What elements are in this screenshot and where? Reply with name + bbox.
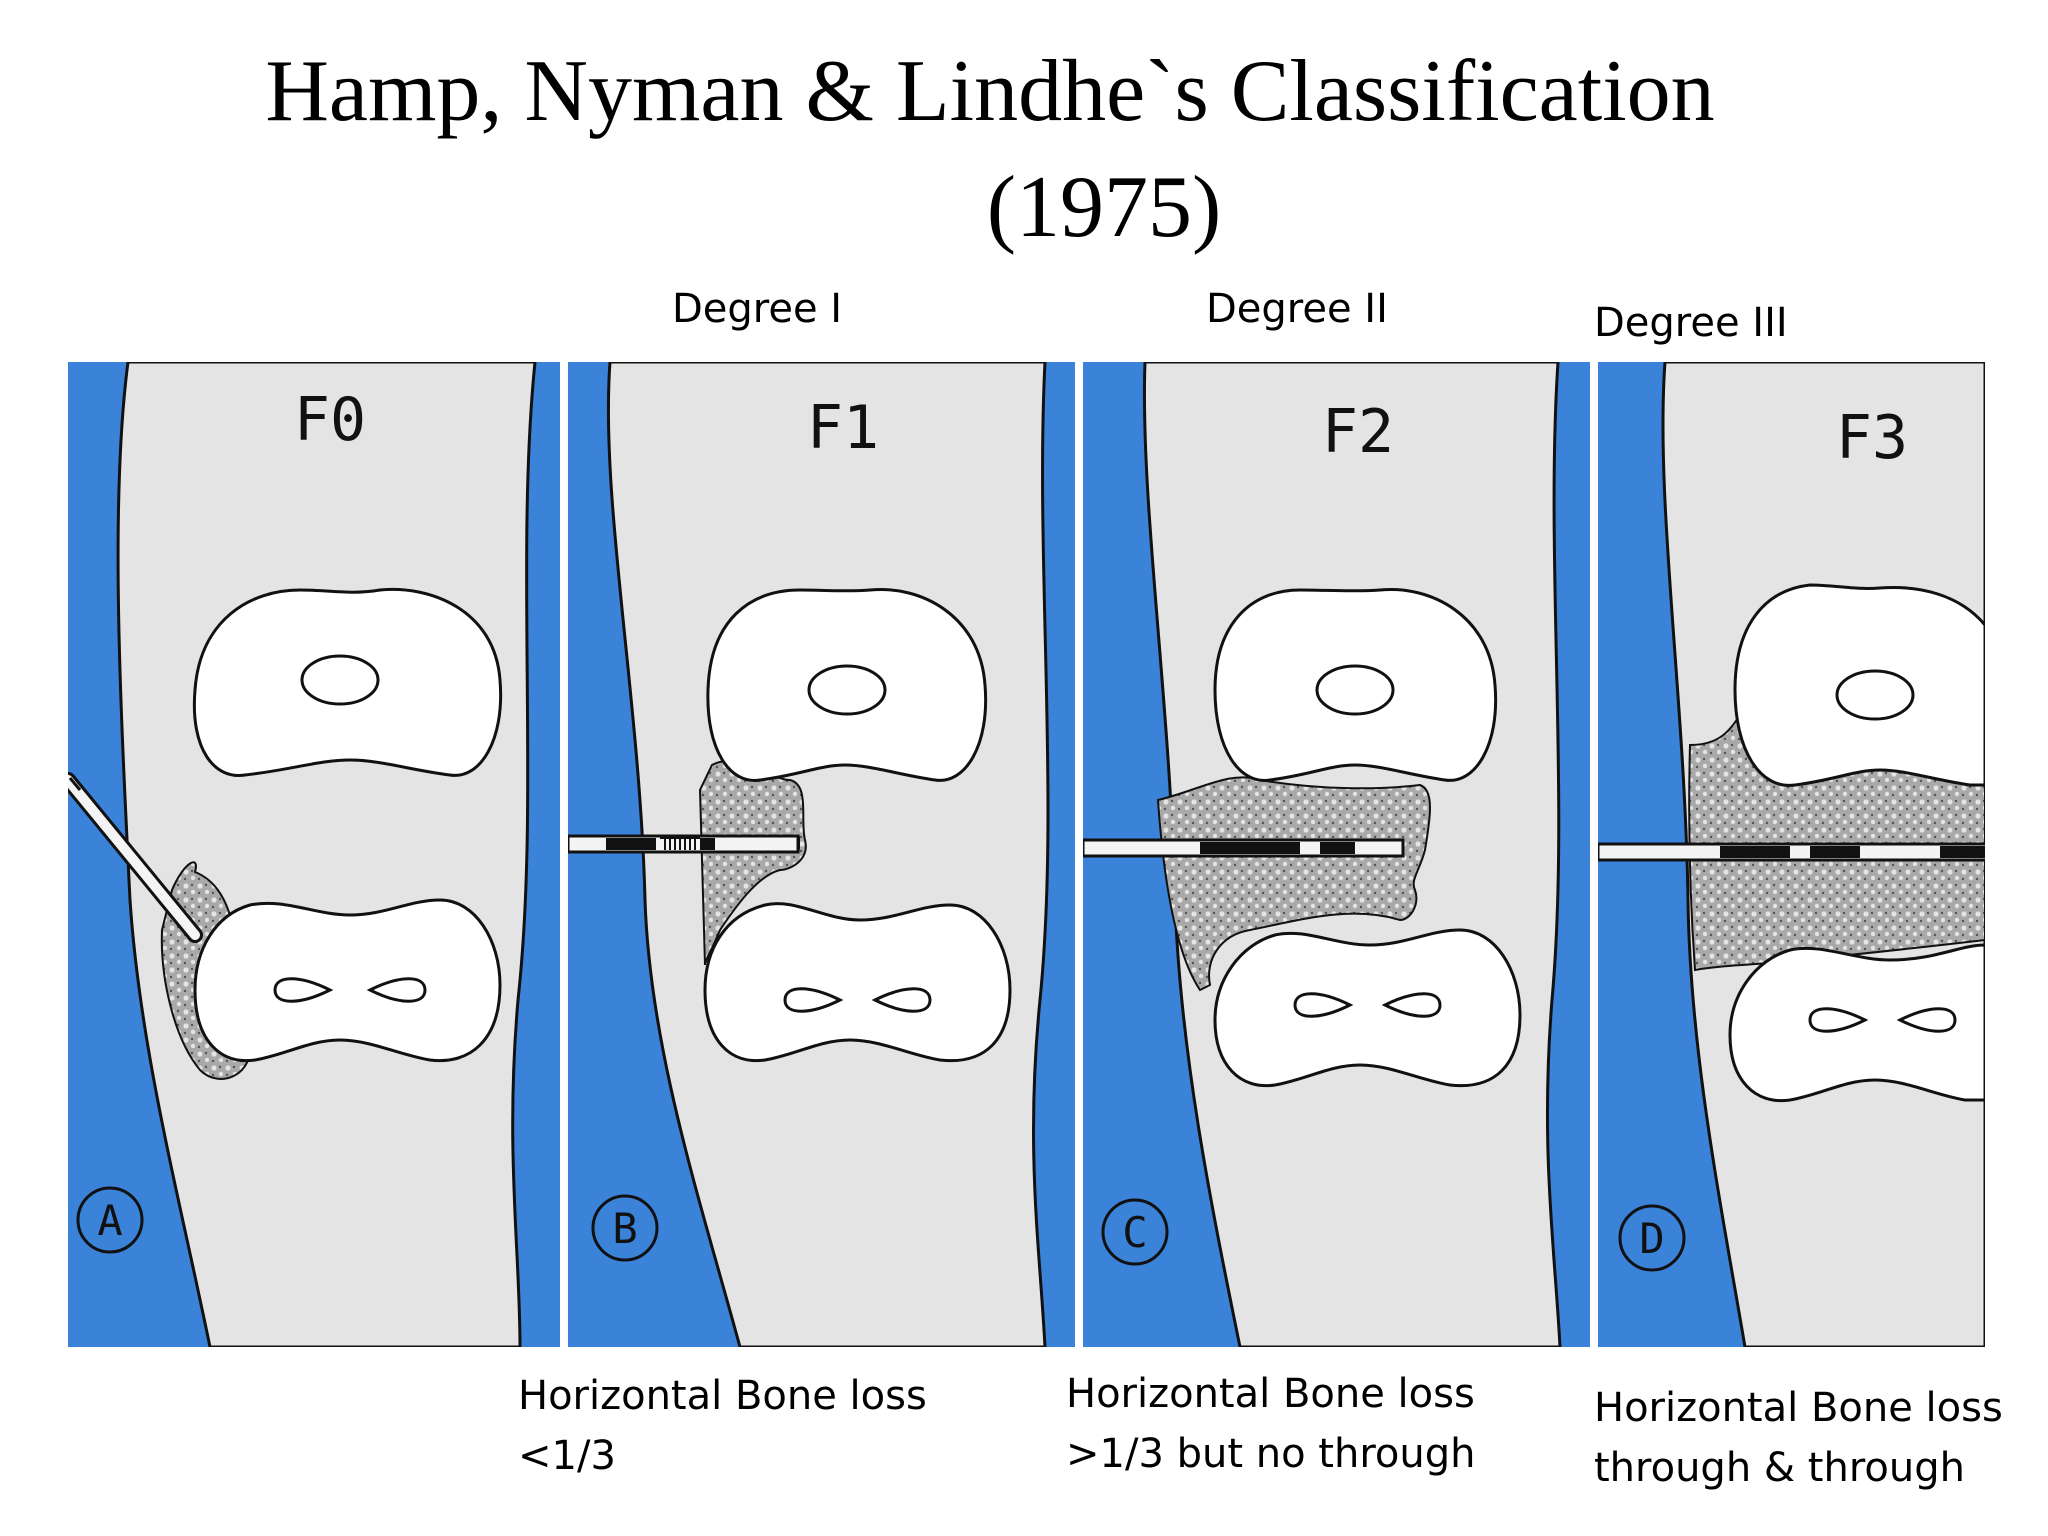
panel-f0-bone-area bbox=[116, 362, 537, 1347]
panel-f0-code: F0 bbox=[294, 385, 366, 455]
degree-3-label: Degree III bbox=[1594, 300, 1788, 346]
panel-divider bbox=[1590, 362, 1598, 1347]
description-degree-1-line-1: Horizontal Bone loss bbox=[518, 1373, 927, 1419]
panel-f1-code: F1 bbox=[807, 393, 879, 463]
degree-2-label: Degree II bbox=[1206, 286, 1388, 332]
panel-b-circle bbox=[591, 1194, 659, 1262]
panel-a-letter: A bbox=[97, 1196, 122, 1245]
panel-f3-lower-canals bbox=[1808, 1007, 1957, 1033]
description-degree-2-line-2: >1/3 but no through bbox=[1066, 1431, 1476, 1477]
title-line-2: (1975) bbox=[986, 159, 1222, 256]
description-degree-1: Horizontal Bone loss <1/3 bbox=[518, 1366, 927, 1486]
panel-c-circle bbox=[1101, 1198, 1169, 1266]
panel-d-letter: D bbox=[1639, 1214, 1664, 1263]
panel-b-letter: B bbox=[612, 1204, 637, 1253]
panel-c-letter: C bbox=[1122, 1208, 1147, 1257]
panel-f2-bone-crest bbox=[1156, 776, 1431, 992]
panel-divider bbox=[1075, 362, 1083, 1347]
panel-a-circle bbox=[76, 1186, 144, 1254]
panel-f3-code: F3 bbox=[1836, 403, 1908, 473]
panel-f2-lower-canals bbox=[1293, 992, 1442, 1018]
description-degree-3: Horizontal Bone loss through & through bbox=[1594, 1378, 2003, 1498]
panel-f0-lower-canals bbox=[273, 977, 427, 1003]
description-degree-3-line-1: Horizontal Bone loss bbox=[1594, 1385, 2003, 1431]
panel-f2-lower-root bbox=[1213, 928, 1522, 1088]
panel-f2-upper-canal bbox=[1315, 664, 1395, 716]
panel-f1-upper-canal bbox=[807, 664, 887, 716]
description-degree-2-line-1: Horizontal Bone loss bbox=[1066, 1371, 1475, 1417]
panel-f1 bbox=[568, 362, 1075, 1347]
panel-f3-upper-canal bbox=[1835, 669, 1915, 721]
description-degree-3-line-2: through & through bbox=[1594, 1445, 1965, 1491]
panel-f3-probe bbox=[1598, 842, 1985, 862]
panel-f1-lower-canals bbox=[783, 987, 932, 1013]
panel-f2-code: F2 bbox=[1322, 397, 1394, 467]
panel-f0 bbox=[68, 362, 560, 1347]
panel-f1-lower-root bbox=[703, 902, 1012, 1063]
description-degree-1-line-2: <1/3 bbox=[518, 1433, 616, 1479]
title-line-1: Hamp, Nyman & Lindhe`s Classification bbox=[265, 43, 1715, 140]
panel-f3 bbox=[1598, 362, 1985, 1347]
panel-d-circle bbox=[1618, 1204, 1686, 1272]
panel-f0-lower-root bbox=[193, 898, 502, 1063]
panel-f2 bbox=[1083, 362, 1590, 1347]
degree-1-label: Degree I bbox=[672, 286, 843, 332]
panel-divider bbox=[560, 362, 568, 1347]
panel-f0-upper-canal bbox=[300, 654, 380, 706]
description-degree-2: Horizontal Bone loss >1/3 but no through bbox=[1066, 1364, 1475, 1484]
